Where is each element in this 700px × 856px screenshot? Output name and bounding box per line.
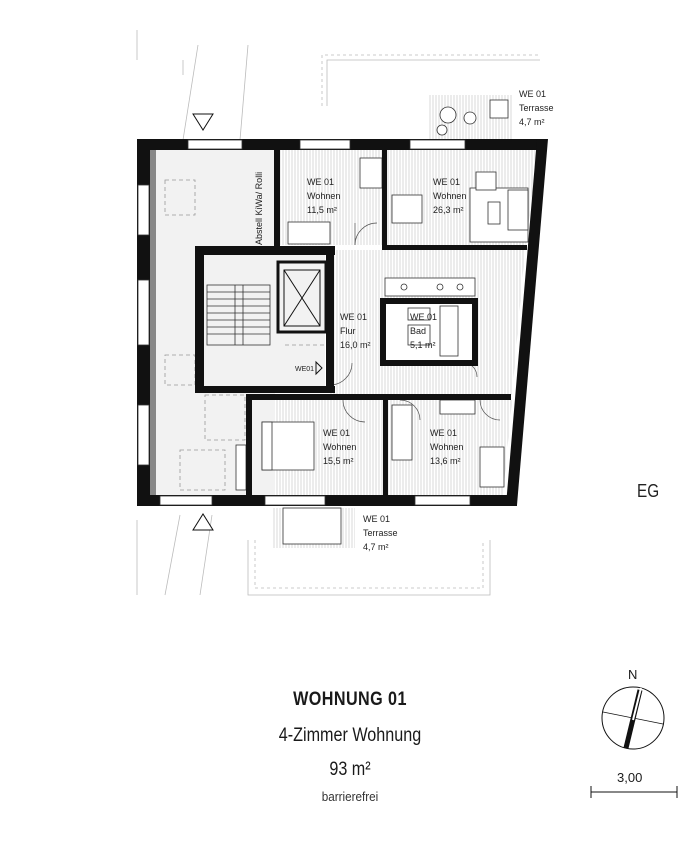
- room-unit: WE 01: [363, 514, 390, 524]
- room-name: Terrasse: [519, 103, 554, 113]
- entrance-markers: [192, 113, 214, 531]
- room-unit: WE 01: [430, 428, 457, 438]
- bathroom-fixtures: [407, 305, 459, 357]
- room-name: Bad: [410, 326, 426, 336]
- room-label-13-6: WE 01 Wohnen 13,6 m²: [430, 428, 463, 466]
- scale-bar: [590, 786, 678, 798]
- windows: [137, 139, 471, 506]
- room-area: 26,3 m²: [433, 205, 464, 215]
- room-label-11-5: WE 01 Wohnen 11,5 m²: [307, 177, 340, 215]
- kitchen: [384, 277, 476, 297]
- terrace-label-north: WE 01 Terrasse 4,7 m²: [519, 89, 554, 127]
- stairs: [206, 284, 271, 346]
- room-unit: WE 01: [433, 177, 460, 187]
- room-unit: WE 01: [323, 428, 350, 438]
- room-unit: WE 01: [340, 312, 367, 322]
- room-name: Terrasse: [363, 528, 398, 538]
- room-area: 4,7 m²: [519, 117, 545, 127]
- north-arrow: [601, 686, 665, 750]
- apartment-subtitle: 4-Zimmer Wohnung: [278, 725, 422, 746]
- entry-label: WE01: [295, 366, 314, 373]
- room-name: Wohnen: [430, 442, 463, 452]
- room-area: 16,0 m²: [340, 340, 371, 350]
- room-area: 5,1 m²: [410, 340, 436, 350]
- room-area: 15,5 m²: [323, 456, 354, 466]
- room-name: Flur: [340, 326, 356, 336]
- storage-label: Abstell KiWa/ Rolli: [254, 172, 264, 245]
- room-unit: WE 01: [519, 89, 546, 99]
- unit-entry-marker: [315, 360, 323, 376]
- furniture: [235, 99, 529, 545]
- room-label-bad: WE 01 Bad 5,1 m²: [410, 312, 437, 350]
- room-area: 4,7 m²: [363, 542, 389, 552]
- room-name: Wohnen: [433, 191, 466, 201]
- room-label-26-3: WE 01 Wohnen 26,3 m²: [433, 177, 466, 215]
- room-unit: WE 01: [307, 177, 334, 187]
- room-unit: WE 01: [410, 312, 437, 322]
- entry-hall: [205, 255, 325, 390]
- terrace-label-south: WE 01 Terrasse 4,7 m²: [363, 514, 398, 552]
- room-area: 11,5 m²: [307, 205, 337, 215]
- accessibility-note: barrierefrei: [321, 789, 379, 804]
- room-name: Wohnen: [307, 191, 340, 201]
- apartment-area: 93 m²: [329, 759, 371, 780]
- north-label: N: [628, 667, 638, 682]
- scale-label: 3,00: [617, 770, 643, 785]
- room-label-15-5: WE 01 Wohnen 15,5 m²: [323, 428, 356, 466]
- floor-label: EG: [637, 481, 660, 501]
- apartment-title: WOHNUNG 01: [293, 689, 407, 710]
- site-context: [136, 30, 540, 596]
- room-label-flur: WE 01 Flur 16,0 m²: [340, 312, 371, 350]
- room-name: Wohnen: [323, 442, 356, 452]
- room-area: 13,6 m²: [430, 456, 461, 466]
